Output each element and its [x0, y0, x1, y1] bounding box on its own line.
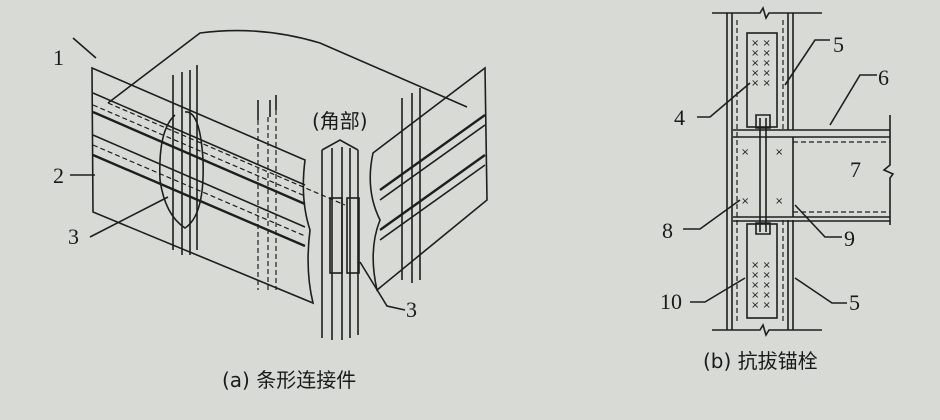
corner-strap-1 [329, 197, 343, 274]
hold-down-lower [746, 223, 778, 319]
right-wall-panel [369, 66, 488, 292]
strip-connector-drawing [70, 29, 488, 340]
hold-down-anchor-drawing: × ×× ×× ×× ×× × × ×× ×× ×× ×× × ×× ×× [683, 6, 895, 337]
stud-left [172, 65, 198, 255]
svg-text:×: × [775, 196, 783, 207]
svg-text:×: × [741, 147, 749, 158]
svg-text:× ×: × × [751, 290, 771, 301]
callout-8: 8 [662, 218, 673, 243]
connector-oval [158, 111, 204, 229]
callout-3-left: 3 [68, 224, 79, 249]
stud-outer-right [787, 13, 794, 330]
svg-text:× ×: × × [751, 260, 771, 271]
anchor-bolt [755, 114, 771, 235]
callout-1: 1 [53, 45, 64, 70]
left-wall-panel [91, 66, 315, 305]
stud-outer-left [726, 13, 733, 330]
svg-text:× ×: × × [751, 58, 771, 69]
callout-10: 10 [660, 289, 682, 314]
svg-text:× ×: × × [751, 78, 771, 89]
beam-bottom-flange [733, 216, 890, 222]
caption-a: (a) 条形连接件 [222, 368, 356, 392]
svg-text:× ×: × × [751, 280, 771, 291]
caption-b: (b) 抗拔锚栓 [703, 349, 818, 373]
callout-5-bottom: 5 [849, 290, 860, 315]
corner-strap-2 [346, 197, 360, 274]
stud-far-right [401, 88, 421, 283]
svg-text:×: × [775, 147, 783, 158]
callout-5-top: 5 [833, 32, 844, 57]
callout-9: 9 [844, 226, 855, 251]
corner-label: (角部) [312, 109, 368, 133]
svg-text:× ×: × × [751, 68, 771, 79]
callout-6: 6 [878, 65, 889, 90]
corner-column [321, 139, 359, 340]
svg-text:× ×: × × [751, 48, 771, 59]
stud-middle [257, 110, 277, 290]
floor-outline [107, 29, 468, 108]
callout-4: 4 [674, 105, 685, 130]
left-track-lower [92, 134, 306, 228]
svg-text:×: × [741, 196, 749, 207]
callout-3-corner: 3 [406, 297, 417, 322]
hold-down-upper [746, 32, 778, 128]
callout-2: 2 [53, 163, 64, 188]
svg-text:× ×: × × [751, 270, 771, 281]
callout-7: 7 [850, 157, 861, 182]
screw-marks: × ×× ×× ×× ×× × × ×× ×× ×× ×× × ×× ×× [741, 38, 783, 311]
svg-text:× ×: × × [751, 300, 771, 311]
svg-text:× ×: × × [751, 38, 771, 49]
beam-top-flange [733, 129, 890, 138]
left-track-upper [92, 92, 306, 186]
